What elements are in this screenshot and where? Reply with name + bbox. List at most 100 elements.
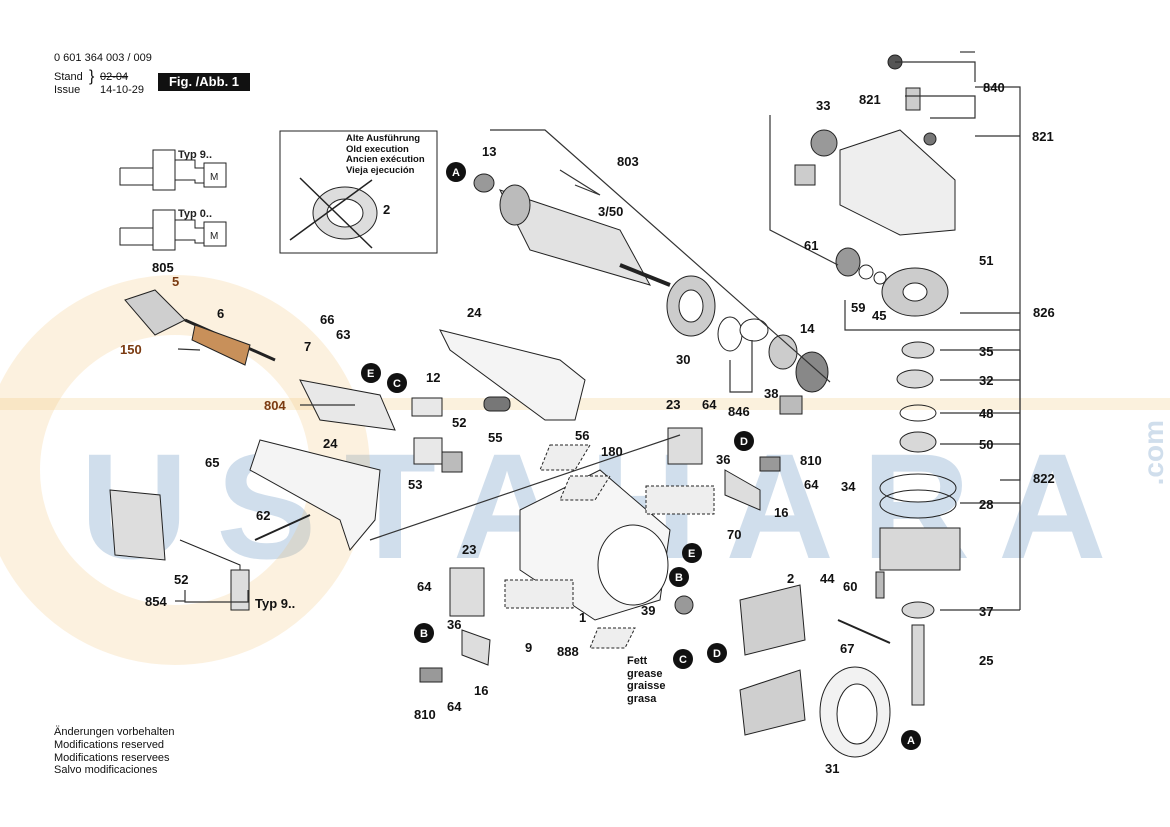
label-64-bottom: 64: [447, 699, 462, 714]
label-60: 60: [843, 579, 857, 594]
label-70: 70: [727, 527, 741, 542]
label-52-top: 52: [452, 415, 466, 430]
marker-B-coil: B: [669, 567, 689, 587]
label-150: 150: [120, 342, 142, 357]
footer-note-en: Modifications reserved: [54, 738, 165, 751]
field-coils: [739, 584, 891, 758]
svg-text:D: D: [713, 648, 721, 660]
svg-text:M: M: [210, 172, 218, 183]
typ9-label: Typ 9..: [178, 149, 212, 161]
label-821: 821: [859, 92, 881, 107]
label-180: 180: [601, 444, 623, 459]
label-32: 32: [979, 373, 993, 388]
label-7: 7: [304, 339, 311, 354]
label-67: 67: [840, 641, 854, 656]
label-48: 48: [979, 406, 993, 421]
footer-note-es: Salvo modificaciones: [54, 764, 158, 777]
label-25: 25: [979, 653, 993, 668]
grease-de: Fett: [627, 655, 648, 667]
svg-text:A: A: [907, 735, 915, 747]
armature-bearings: [666, 275, 829, 415]
label-2-coil: 2: [787, 571, 794, 586]
stand-label: Stand: [54, 71, 83, 83]
label-805: 805: [152, 260, 174, 275]
cord-bottom-assembly: [109, 489, 250, 611]
svg-text:E: E: [367, 368, 374, 380]
issue-date: 14-10-29: [100, 84, 145, 96]
label-28: 28: [979, 497, 993, 512]
motor-housing: [504, 444, 715, 649]
marker-A-bottom: A: [901, 730, 921, 750]
label-6: 6: [217, 306, 224, 321]
power-plug: [124, 289, 276, 366]
label-36-top: 36: [716, 452, 730, 467]
brush-holders: [419, 427, 781, 683]
label-822: 822: [1033, 471, 1055, 486]
marker-B-brush: B: [414, 623, 434, 643]
label-44: 44: [820, 571, 835, 586]
label-56: 56: [575, 428, 589, 443]
svg-text:A: A: [452, 167, 460, 179]
label-51: 51: [979, 253, 993, 268]
stand-date: 02-04: [100, 71, 129, 83]
marker-E-switch: E: [361, 363, 381, 383]
watermark-band: [0, 398, 1170, 410]
marker-C-coil: C: [673, 649, 693, 669]
header-brace: }: [89, 68, 95, 85]
svg-text:B: B: [420, 628, 428, 640]
label-55: 55: [488, 430, 502, 445]
label-63: 63: [336, 327, 350, 342]
label-52-bottom: 52: [174, 572, 188, 587]
label-39: 39: [641, 603, 655, 618]
label-846: 846: [728, 404, 750, 419]
label-34: 34: [841, 479, 856, 494]
typ0-label: Typ 0..: [178, 208, 212, 220]
label-33: 33: [816, 98, 830, 113]
old-execution-fr: Ancien exécution: [346, 154, 425, 165]
label-1: 1: [579, 610, 586, 625]
rear-handle-bottom: [249, 439, 381, 552]
label-53: 53: [408, 477, 422, 492]
label-36-bottom: 36: [447, 617, 461, 632]
label-23-bottom: 23: [462, 542, 476, 557]
label-12: 12: [426, 370, 440, 385]
label-854: 854: [145, 594, 167, 609]
old-field-coil: [289, 177, 378, 249]
marker-D-coil: D: [707, 643, 727, 663]
wiring-schematic-typ0: M: [119, 209, 227, 251]
label-13: 13: [482, 144, 496, 159]
label-14: 14: [800, 321, 815, 336]
svg-text:E: E: [688, 548, 695, 560]
label-3-50: 3/50: [598, 204, 623, 219]
old-execution-note: Alte Ausführung Old execution Ancien exé…: [346, 133, 425, 176]
grease-es: grasa: [627, 692, 657, 705]
label-66: 66: [320, 312, 334, 327]
marker-E-coil: E: [682, 543, 702, 563]
svg-text:C: C: [679, 654, 687, 666]
label-35: 35: [979, 344, 993, 359]
label-24-top: 24: [467, 305, 482, 320]
svg-text:C: C: [393, 378, 401, 390]
label-16-top: 16: [774, 505, 788, 520]
label-65: 65: [205, 455, 219, 470]
label-61: 61: [804, 238, 818, 253]
label-37: 37: [979, 604, 993, 619]
svg-text:D: D: [740, 436, 748, 448]
old-execution-de: Alte Ausführung: [346, 133, 421, 144]
leader-lines: [175, 51, 1021, 611]
label-2-old: 2: [383, 202, 390, 217]
grease-en: grease: [627, 667, 663, 680]
issue-label: Issue: [54, 84, 81, 96]
label-64-top: 64: [702, 397, 717, 412]
grease-fr: graisse: [627, 680, 666, 692]
label-59: 59: [851, 300, 865, 315]
label-888: 888: [557, 644, 579, 659]
label-50: 50: [979, 437, 993, 452]
svg-text:M: M: [210, 231, 218, 242]
footer-notes: Änderungen vorbehalten Modifications res…: [54, 726, 174, 777]
label-23-top: 23: [666, 397, 680, 412]
label-810-bottom: 810: [414, 707, 436, 722]
svg-text:B: B: [675, 572, 683, 584]
label-5: 5: [172, 274, 179, 289]
